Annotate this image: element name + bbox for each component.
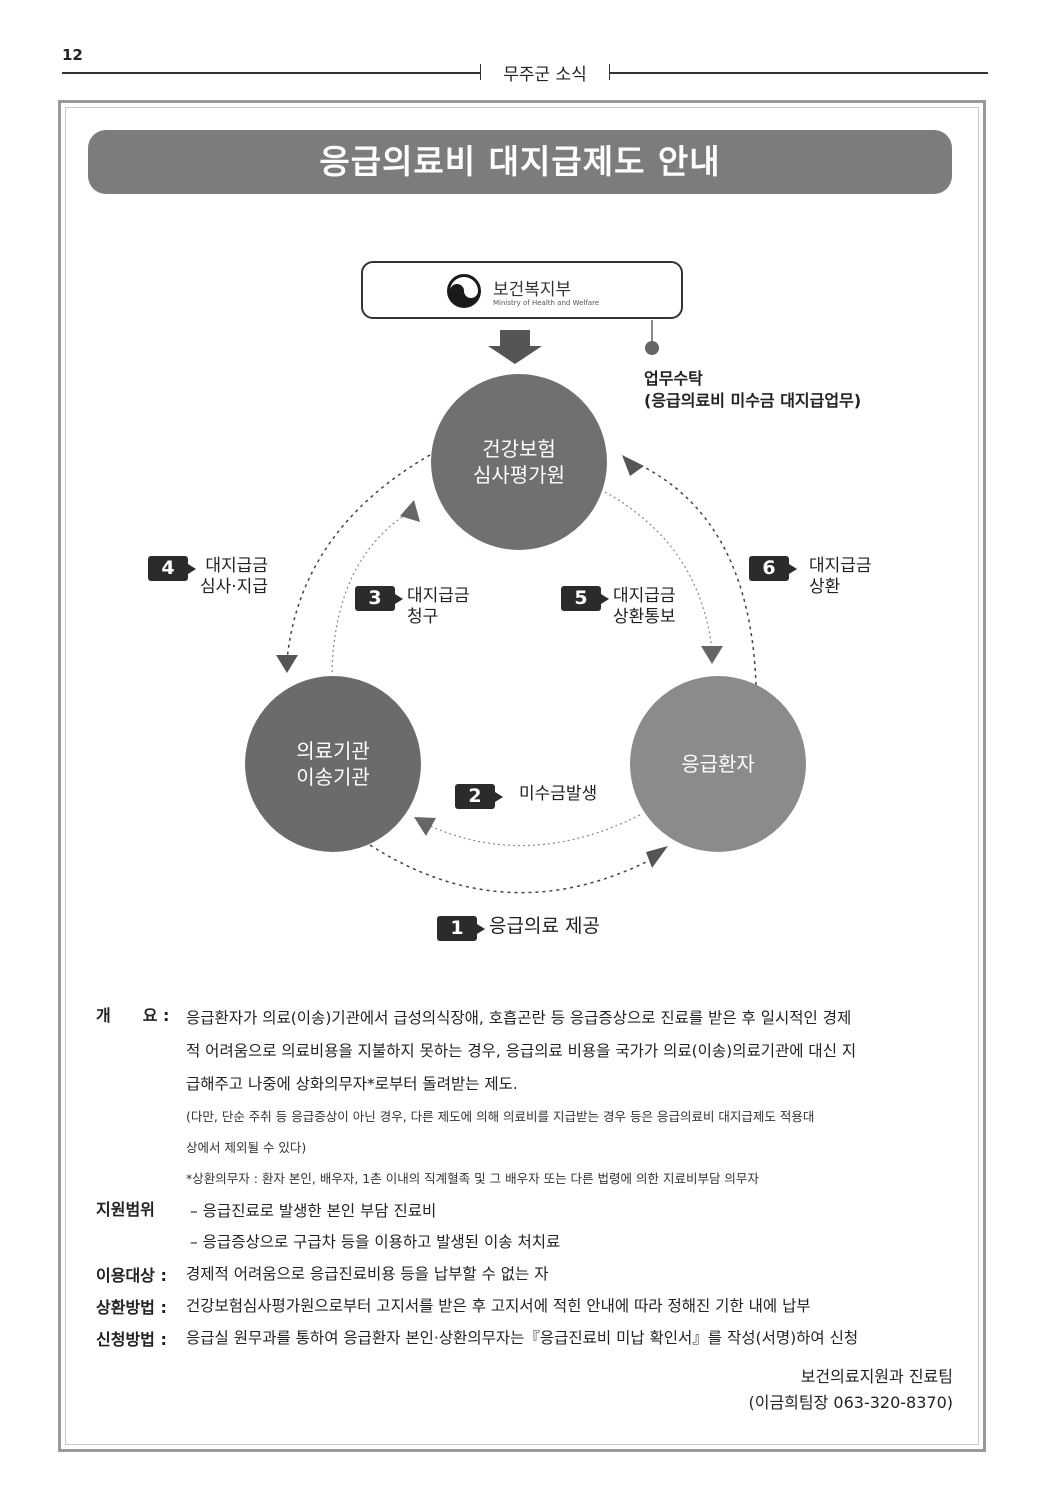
arrow-6-head: [622, 455, 644, 476]
overview-note: (다만, 단순 주취 등 응급증상이 아닌 경우, 다른 제도에 의해 의료비를…: [186, 1109, 815, 1124]
ministry-box: 보건복지부 Ministry of Health and Welfare: [361, 261, 683, 319]
overview-label: 개 요 :: [96, 1006, 170, 1025]
arrow-6-path: [639, 464, 757, 686]
contact-info: 보건의료지원과 진료팀 (이금희팀장 063-320-8370): [748, 1364, 953, 1416]
repay-text: 건강보험심사평가원으로부터 고지서를 받은 후 고지서에 적힌 안내에 따라 정…: [186, 1297, 811, 1315]
header-rule-left: [62, 72, 480, 74]
scope-section: 지원범위 – 응급진료로 발생한 본인 부담 진료비 – 응급증상으로 구급차 …: [96, 1196, 956, 1258]
repay-section: 상환방법 : 건강보험심사평가원으로부터 고지서를 받은 후 고지서에 적힌 안…: [96, 1294, 956, 1317]
ministry-name-en: Ministry of Health and Welfare: [493, 299, 600, 307]
overview-line: 응급환자가 의료(이송)기관에서 급성의식장애, 호흡곤란 등 응급증상으로 진…: [186, 1009, 852, 1027]
target-text: 경제적 어려움으로 응급진료비용 등을 납부할 수 없는 자: [186, 1265, 549, 1283]
node-patient: 응급환자: [630, 676, 806, 852]
arrow-1-head: [646, 846, 668, 868]
arrow-1-path: [369, 844, 661, 894]
page-number: 12: [62, 46, 83, 64]
overview-note: *상환의무자 : 환자 본인, 배우자, 1촌 이내의 직계혈족 및 그 배우자…: [186, 1171, 759, 1186]
overview-note: 상에서 제외될 수 있다): [186, 1140, 307, 1155]
arrow-4-head: [276, 655, 298, 673]
arrow-2-path: [429, 814, 641, 847]
arrow-4-path: [286, 454, 431, 661]
repay-label: 상환방법 :: [96, 1298, 167, 1317]
apply-label: 신청방법 :: [96, 1330, 167, 1349]
arrow-2-head: [414, 817, 436, 836]
arrow-5-path: [604, 491, 713, 651]
ministry-taeguk-icon: [447, 274, 481, 308]
ministry-name-ko: 보건복지부: [493, 280, 572, 300]
scope-item: – 응급진료로 발생한 본인 부담 진료비: [190, 1202, 437, 1220]
contact-dept: 보건의료지원과 진료팀: [800, 1367, 953, 1386]
content-frame: [58, 100, 986, 1452]
apply-text: 응급실 원무과를 통하여 응급환자 본인·상환의무자는『응급진료비 미납 확인서…: [186, 1329, 859, 1347]
page-title: 응급의료비 대지급제도 안내: [88, 130, 952, 194]
section-title: 무주군 소식: [480, 60, 610, 85]
step-2: 2 미수금발생: [455, 784, 597, 809]
step-1: 1 응급의료 제공: [437, 916, 600, 941]
scope-label: 지원범위: [96, 1200, 155, 1219]
apply-section: 신청방법 : 응급실 원무과를 통하여 응급환자 본인·상환의무자는『응급진료비…: [96, 1326, 956, 1349]
target-label: 이용대상 :: [96, 1266, 167, 1285]
arrow-5-head: [701, 646, 723, 664]
delegation-label: 업무수탁 (응급의료비 미수금 대지급업무): [644, 369, 862, 410]
delegation-dot: [645, 341, 659, 355]
overview-section: 개 요 : 응급환자가 의료(이송)기관에서 급성의식장애, 호흡곤란 등 응급…: [96, 1002, 956, 1194]
ministry-down-arrow: [488, 330, 542, 364]
target-section: 이용대상 : 경제적 어려움으로 응급진료비용 등을 납부할 수 없는 자: [96, 1262, 956, 1285]
overview-line: 적 어려움으로 의료비용을 지불하지 못하는 경우, 응급의료 비용을 국가가 …: [186, 1042, 857, 1060]
overview-line: 급해주고 나중에 상화의무자*로부터 돌려받는 제도.: [186, 1075, 518, 1093]
header-rule-right: [610, 72, 988, 74]
arrow-3-path: [331, 512, 409, 673]
contact-person: (이금희팀장 063-320-8370): [748, 1393, 953, 1412]
arrow-3-head: [400, 500, 420, 522]
scope-item: – 응급증상으로 구급차 등을 이용하고 발생된 이송 처치료: [190, 1233, 561, 1251]
